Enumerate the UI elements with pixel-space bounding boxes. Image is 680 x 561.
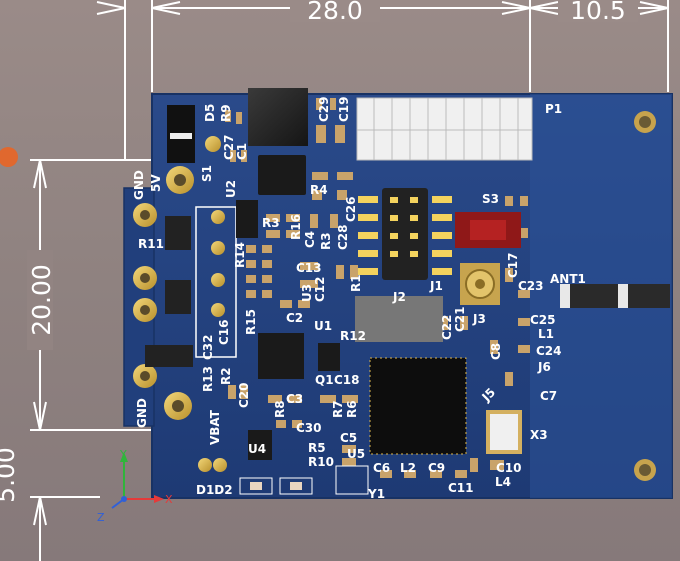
label-c5: C5 — [340, 431, 357, 445]
antenna-ant1 — [560, 284, 670, 308]
label-c7: C7 — [540, 389, 557, 403]
label-r12: R12 — [340, 329, 366, 343]
label-r9: R9 — [219, 104, 233, 122]
label-c25: C25 — [530, 313, 556, 327]
label-c21: C21 — [453, 306, 467, 332]
mounting-holes — [634, 111, 656, 481]
label-c19: C19 — [337, 96, 351, 122]
label-r1: R1 — [349, 274, 363, 292]
label-r10: R10 — [308, 455, 334, 469]
label-u1: U1 — [314, 319, 332, 333]
label-vbat: VBAT — [208, 409, 222, 445]
label-r4: R4 — [310, 183, 328, 197]
label-x3: X3 — [530, 428, 548, 442]
smd-components — [225, 98, 530, 478]
label-r15: R15 — [244, 309, 258, 335]
label-r16: R16 — [289, 214, 303, 240]
label-s1: S1 — [200, 165, 214, 182]
label-r2: R2 — [219, 367, 233, 385]
dimension-top-width: 28.0 — [307, 0, 363, 25]
origin-marker — [0, 147, 18, 167]
connector-j3 — [460, 263, 500, 305]
label-j2: J2 — [392, 290, 406, 304]
dim-label-bg — [558, 0, 638, 22]
label-u5: U5 — [347, 447, 365, 461]
power-pads — [133, 136, 227, 472]
dim-label-bg — [27, 250, 53, 350]
connector-j2 — [355, 296, 443, 342]
label-5v: 5V — [149, 174, 163, 192]
label-c10: C10 — [496, 461, 522, 475]
label-c6: C6 — [373, 461, 390, 475]
label-c9: C9 — [428, 461, 445, 475]
label-gnd-bottom: GND — [135, 398, 149, 428]
label-r6: R6 — [345, 400, 359, 418]
switch-s3 — [455, 212, 521, 248]
label-l4: L4 — [495, 475, 511, 489]
label-c32: C32 — [201, 334, 215, 360]
label-y1: Y1 — [367, 487, 385, 501]
label-c29: C29 — [317, 96, 331, 122]
axis-label-z: Z — [97, 511, 105, 524]
dimension-top-right: 10.5 — [570, 0, 626, 25]
label-r3-side: R3 — [319, 232, 333, 250]
label-r7: R7 — [331, 400, 345, 418]
axis-triad — [111, 452, 164, 509]
label-u3: U3 — [300, 284, 314, 302]
label-c17: C17 — [506, 252, 520, 278]
label-c24: C24 — [536, 344, 562, 358]
label-c23: C23 — [518, 279, 544, 293]
label-j1: J1 — [429, 279, 443, 293]
label-r13: R13 — [201, 366, 215, 392]
dim-label-bg — [290, 0, 380, 22]
label-r11: R11 — [138, 237, 164, 251]
axis-label-x: X — [165, 493, 173, 506]
leds — [239, 465, 369, 495]
label-j6: J6 — [537, 360, 551, 374]
label-r14: R14 — [233, 242, 247, 268]
label-c26: C26 — [344, 196, 358, 222]
label-j3: J3 — [472, 312, 486, 326]
label-c22: C22 — [440, 314, 454, 340]
label-ant1: ANT1 — [550, 272, 586, 286]
label-c12: C12 — [313, 276, 327, 302]
label-c11: C11 — [448, 481, 474, 495]
label-q1: Q1 — [315, 373, 334, 387]
label-r5: R5 — [308, 441, 326, 455]
crystal-x3 — [486, 410, 522, 454]
label-c4: C4 — [303, 231, 317, 248]
label-c16: C16 — [217, 319, 231, 345]
label-l2: L2 — [400, 461, 416, 475]
label-s3: S3 — [482, 192, 499, 206]
label-c28: C28 — [336, 224, 350, 250]
dimension-left-height: 20.00 — [27, 264, 56, 336]
label-c13: C13 — [296, 261, 322, 275]
label-p1: P1 — [545, 102, 562, 116]
header-p1 — [356, 97, 533, 161]
label-r8: R8 — [273, 400, 287, 418]
label-u4: U4 — [248, 442, 266, 456]
label-c1: C1 — [235, 143, 249, 160]
label-c27: C27 — [222, 134, 236, 160]
label-gnd-top: GND — [132, 170, 146, 200]
label-c18: C18 — [334, 373, 360, 387]
label-c20: C20 — [237, 382, 251, 408]
dimension-left-offset: 5.00 — [0, 447, 20, 503]
ic-packages — [236, 88, 467, 460]
label-l1: L1 — [538, 327, 554, 341]
label-u2: U2 — [224, 180, 238, 198]
label-r3-top: R3 — [262, 216, 280, 230]
label-c30: C30 — [296, 421, 322, 435]
label-c3: C3 — [286, 392, 303, 406]
left-components — [145, 105, 237, 367]
label-d1d2: D1D2 — [196, 483, 233, 497]
connector-j1 — [358, 188, 452, 280]
label-c2: C2 — [286, 311, 303, 325]
axis-label-y: Y — [119, 448, 127, 461]
label-d5: D5 — [203, 104, 217, 122]
label-c8: C8 — [489, 343, 503, 360]
